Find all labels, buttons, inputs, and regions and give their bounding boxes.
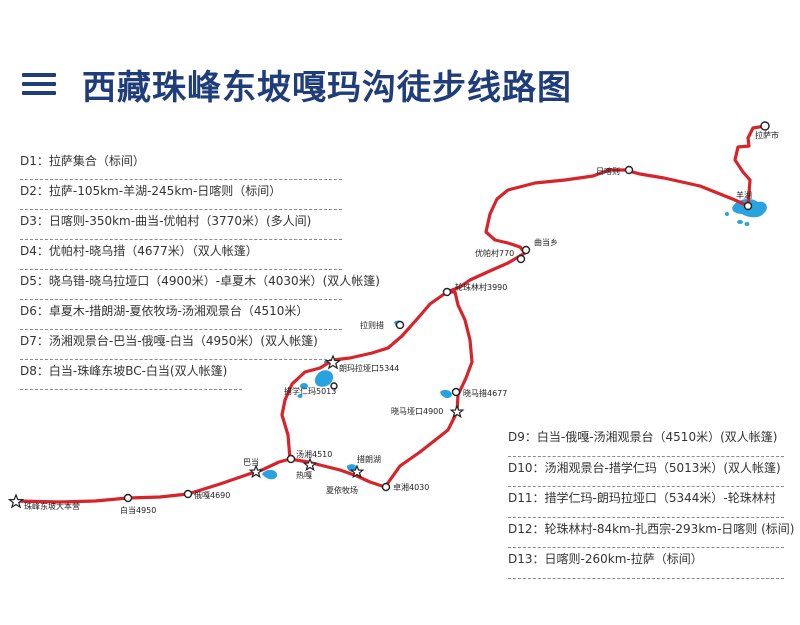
itinerary-day-5: D5：晓乌错-晓乌拉垭口（4900米）-卓夏木（4030米）(双人帐篷)	[20, 270, 380, 300]
label-xiayi: 夏依牧场	[326, 485, 358, 495]
marker-cuoxue	[330, 382, 338, 390]
label-yamdrok: 羊湖	[736, 190, 752, 200]
marker-ega	[183, 489, 193, 499]
label-langmala: 朗玛拉垭口5344	[339, 363, 399, 373]
lake-cuoxue-small-2	[297, 394, 303, 398]
town-markers	[123, 121, 770, 503]
lakes	[262, 198, 767, 480]
lake-yamdrok-small-3	[725, 212, 729, 216]
lake-yamdrok-small-2	[744, 222, 750, 226]
itinerary-day-3: D3：日喀则-350km-曲当-优帕村（3770米）(多人间)	[20, 210, 342, 240]
star-cuolanghu	[349, 464, 365, 479]
marker-qudang	[521, 245, 531, 255]
label-xiaoma: 晓马措4677	[463, 388, 507, 398]
route-loop	[288, 290, 474, 489]
label-lazecuo: 拉则措	[360, 320, 384, 330]
lake-cuoxue	[314, 370, 334, 387]
label-lunzhu: 轮珠林村3990	[455, 282, 507, 292]
itinerary-day-9: D9：白当-俄嘎-汤湘观景台（4510米）(双人帐篷)	[508, 426, 784, 457]
itinerary-day-6: D6：卓夏木-措朗湖-夏依牧场-汤湘观景台（4510米）	[20, 300, 342, 330]
marker-yamdrok	[743, 201, 753, 211]
marker-shigatse	[624, 165, 634, 175]
label-zhuoxiang: 卓湘4030	[393, 482, 429, 492]
route-main	[14, 124, 767, 504]
header: 西藏珠峰东坡嘎玛沟徒步线路图	[22, 62, 572, 108]
marker-zhuoxiang	[381, 482, 391, 492]
label-everest-bc: 珠峰东坡大本营	[24, 501, 80, 511]
lake-badang	[262, 469, 278, 480]
hamburger-menu-icon[interactable]	[22, 73, 56, 95]
page-title: 西藏珠峰东坡嘎玛沟徒步线路图	[82, 67, 572, 108]
marker-lunzhu	[442, 287, 452, 297]
itinerary-day-1: D1：拉萨集合（标间）	[20, 150, 342, 180]
star-rega	[302, 457, 318, 472]
label-cuoxue: 措学仁玛5013	[284, 386, 336, 396]
itinerary-day-11: D11：措学仁玛-朗玛拉垭口（5344米）-轮珠林村	[508, 487, 784, 518]
itinerary-day-8: D8：白当-珠峰东坡BC-白当(双人帐篷)	[20, 360, 242, 390]
marker-youpa	[516, 254, 526, 264]
itinerary-day-13: D13：日喀则-260km-拉萨（标间）	[508, 548, 784, 579]
lake-cuoxue-small-1	[300, 383, 308, 389]
marker-tangxiang	[286, 454, 296, 464]
lake-yamdrok-small-1	[737, 220, 743, 224]
label-tangxiang: 汤湘4510	[296, 449, 332, 459]
star-everest-bc	[7, 493, 25, 509]
label-cuolanghu: 措朗湖	[357, 454, 381, 464]
itinerary-day-12: D12：轮珠林村-84km-扎西宗-293km-日喀则 (标间)	[508, 518, 794, 548]
label-badang: 巴当	[243, 457, 259, 467]
itinerary-list-right: D9：白当-俄嘎-汤湘观景台（4510米）(双人帐篷) D10：汤湘观景台-措学…	[508, 426, 794, 579]
label-lhasa: 拉萨市	[755, 130, 779, 140]
star-badang	[248, 464, 264, 479]
label-baidang: 白当4950	[120, 505, 156, 515]
star-xiaomapass	[449, 404, 465, 419]
itinerary-list-left: D1：拉萨集合（标间） D2：拉萨-105km-羊湖-245km-日喀则（标间）…	[20, 150, 380, 390]
star-langmala	[324, 354, 342, 370]
lake-xiaoma	[440, 389, 452, 399]
marker-xiaoma	[451, 387, 461, 397]
marker-baidang	[123, 493, 133, 503]
itinerary-day-7: D7：汤湘观景台-巴当-俄嘎-白当（4950米）(双人帐篷)	[20, 330, 342, 360]
marker-lhasa	[760, 121, 770, 131]
label-qudang: 曲当乡	[534, 237, 558, 247]
label-shigatse: 日喀则	[596, 166, 620, 176]
label-youpa: 优帕村770	[475, 248, 514, 258]
itinerary-day-10: D10：汤湘观景台-措学仁玛（5013米）(双人帐篷)	[508, 457, 784, 487]
itinerary-day-4: D4：优帕村-晓乌措（4677米）（双人帐篷）	[20, 240, 342, 270]
label-rega: 热嘎	[296, 470, 312, 480]
itinerary-day-2: D2：拉萨-105km-羊湖-245km-日喀则（标间）	[20, 180, 342, 210]
marker-lazecuo	[395, 320, 405, 330]
label-ega: 俄嘎4690	[194, 490, 230, 500]
label-xiaomapass: 晓马垭口4900	[391, 406, 443, 416]
pass-markers	[7, 354, 465, 509]
